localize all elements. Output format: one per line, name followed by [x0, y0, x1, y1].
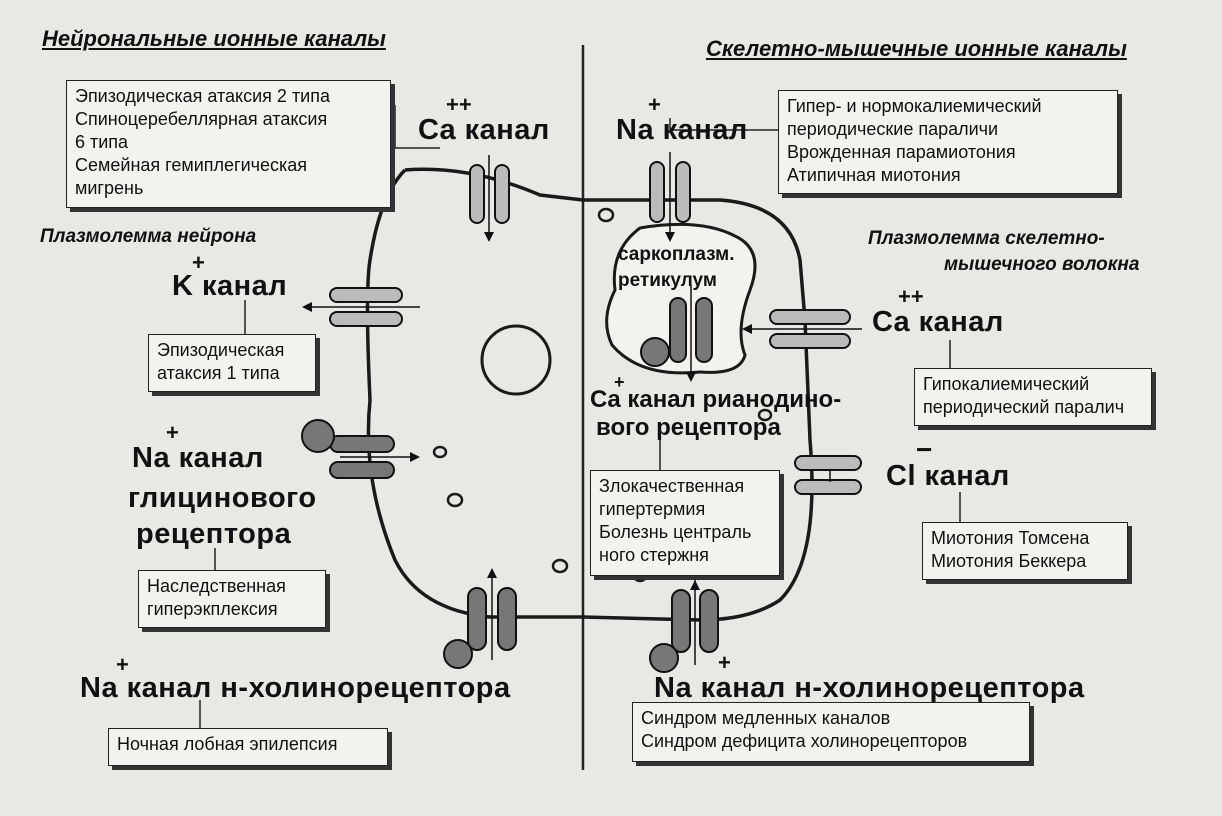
neuron-membrane — [365, 167, 584, 619]
neuron-membrane-label: Плазмолемма нейрона — [40, 226, 257, 247]
na-glycine-charge: + — [166, 420, 179, 445]
sr-label-2: ретикулум — [618, 270, 717, 291]
disease-box-ryanodine: Злокачественная гипертермия Болезнь цент… — [590, 470, 780, 576]
k-channel — [302, 287, 420, 327]
ryanodine-charge: + — [614, 372, 625, 392]
vesicle — [480, 324, 552, 396]
k-channel-label: K канал — [172, 270, 288, 302]
disease-box-ca-muscle: Гипокалиемический периодический паралич — [914, 368, 1152, 426]
na-channel-muscle — [649, 152, 691, 242]
disease-box-na-muscle: Гипер- и нормокалиемический периодически… — [778, 90, 1118, 194]
vesicle — [551, 558, 569, 574]
vesicle — [446, 492, 464, 508]
ca-channel-muscle — [742, 309, 862, 349]
na-glycine-label-1: Na канал — [132, 442, 264, 474]
sr-label-1: саркоплазм. — [618, 244, 735, 265]
ryanodine-label-1: Ca канал рианодино- — [590, 386, 842, 413]
vesicle — [757, 408, 773, 422]
nachr-neuronal-charge: + — [116, 652, 129, 677]
ryanodine-label-2: вого рецептора — [596, 414, 781, 441]
muscle-membrane-label-1: Плазмолемма скелетно- — [868, 228, 1105, 249]
na-glycine-label-3: рецептора — [136, 518, 292, 550]
vesicle — [432, 445, 448, 459]
nachr-channel-neuron — [443, 568, 517, 669]
disease-box-nachr-muscle: Синдром медленных каналов Синдром дефици… — [632, 702, 1030, 762]
cl-channel — [794, 455, 862, 495]
disease-box-k: Эпизодическая атаксия 1 типа — [148, 334, 316, 392]
skeletal-header: Скелетно-мышечные ионные каналы — [706, 36, 1127, 61]
muscle-membrane — [582, 198, 814, 622]
vesicle — [597, 207, 615, 223]
disease-box-glycine: Наследственная гиперэкплексия — [138, 570, 326, 628]
ca-charge: ++ — [446, 92, 472, 117]
glycine-receptor-channel — [301, 419, 420, 479]
disease-box-cl: Миотония Томсена Миотония Беккера — [922, 522, 1128, 580]
nachr-muscle-charge: + — [718, 650, 731, 675]
na-channel-muscle-label: Na канал — [616, 114, 748, 146]
na-charge: + — [648, 92, 661, 117]
ca-channel-neuron-label: Ca канал — [418, 114, 550, 146]
disease-box-nachr-neuronal: Ночная лобная эпилепсия — [108, 728, 388, 766]
ryanodine-receptor-channel — [640, 285, 713, 382]
cl-charge: − — [916, 434, 933, 465]
disease-box-neuronal-top: Эпизодическая атаксия 2 типа Спиноцеребе… — [66, 80, 391, 208]
muscle-membrane-label-2: мышечного волокна — [944, 254, 1140, 275]
na-glycine-label-2: глицинового — [128, 482, 317, 514]
cl-channel-label: Cl канал — [886, 460, 1010, 492]
ca-channel-muscle-label: Ca канал — [872, 306, 1004, 338]
nachr-muscle-label: Na канал н-холинорецептора — [654, 672, 1085, 704]
k-charge: + — [192, 250, 205, 275]
nachr-channel-muscle — [649, 578, 719, 673]
ca-muscle-charge: ++ — [898, 284, 924, 309]
neuronal-header: Нейрональные ионные каналы — [42, 26, 386, 51]
nachr-neuronal-label: Na канал н-холинорецептора — [80, 672, 511, 704]
ca-channel-neuron — [469, 155, 510, 242]
